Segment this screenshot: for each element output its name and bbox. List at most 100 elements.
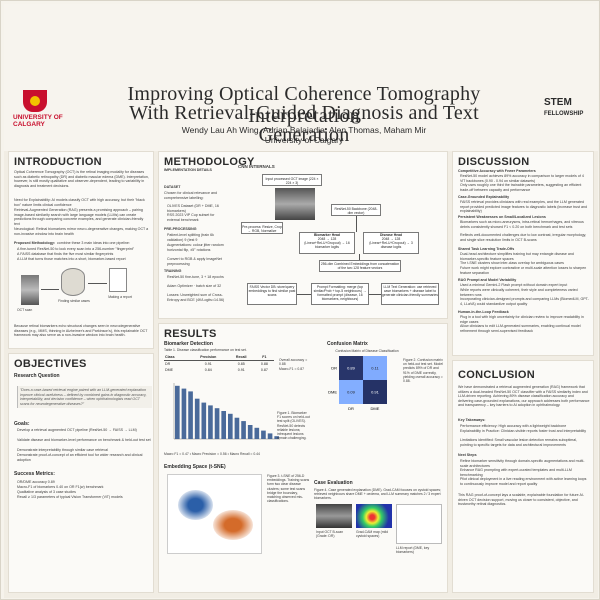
case-label-input: Input OCT B-scan (Grade: DR) [316,530,344,539]
report-icon [109,268,127,292]
conclusion-title: CONCLUSION [458,369,535,381]
affiliation: University of Calgary [264,135,344,145]
table-cell: 0.91 [204,362,212,366]
bar-B2 [181,388,187,439]
discussion-title: DISCUSSION [458,156,530,168]
method-item-2: A FAISS database that finds the five mos… [17,252,114,256]
dataset-item-2: RSS 2023 VIP Cup subset for external ben… [167,213,215,222]
database-icon [61,268,85,296]
fig-label-similar: Finding similar cases [58,299,90,303]
disc-heading-1: Competitive Accuracy with Fewer Paramete… [458,169,536,173]
bar-B6 [208,405,213,439]
diagram-input: Input processed OCT image (224 × 224 × 3… [262,174,322,186]
disc-item: Allow clinicians to edit LLM-generated s… [460,324,581,333]
table-cell: 0.85 [237,362,245,366]
table-header: Class [164,354,189,361]
cm-subtitle: Confusion Matrix of Disease Classificati… [335,349,399,353]
disease-head-detail: 2048 → 128 (Linear+ReLU+Dropout) → 3 dis… [369,237,413,249]
fig-label-oct: OCT scan [17,308,33,312]
diagram-preprocess: Pre-process: Resize, Crop → RGB, Normali… [241,222,283,234]
introduction-panel: INTRODUCTION Optical Coherence Tomograph… [8,151,154,349]
cm-y-label: DME [328,390,337,395]
table-summary-accuracy: Overall accuracy = 0.88 [279,358,308,367]
intro-bullet-3: Neurological: Retinal biomarkers mirror … [14,227,149,236]
takeaway-item: Performance efficiency: High accuracy wi… [460,424,567,428]
diagram-llm: LLM Text Generation: use retrieved case … [381,283,439,305]
arrow-icon [359,254,360,260]
objectives-panel: OBJECTIVES Research Question "Does a cas… [8,353,154,593]
intro-bullet-1: Need for Explainability: AI models class… [14,198,145,207]
results-table: Class Precision Recall F1 DR 0.91 0.85 0… [164,354,274,373]
table-header: Precision [188,354,228,361]
disc-item: The t-SNE clusters show inter-class over… [460,261,564,265]
goal-1: Develop a retrieval augmented OCT pipeli… [17,428,137,432]
case-oct-image [316,504,352,528]
conclusion-closing: This RAG proof-of-concept lays a scalabl… [458,493,585,507]
case-label-report: LLM report (DME, key biomarkers) [396,546,430,555]
diagram-disease-head: Disease Head 2048 → 128 (Linear+ReLU+Dro… [363,232,419,254]
impl-title: IMPLEMENTATION DETAILS [164,168,212,172]
next-step-item: Enhance RAG prompting with expert-curate… [460,468,572,477]
cm-x-label: DR [348,406,354,411]
poster-body: UNIVERSITY OF CALGARY Improving Optical … [4,4,598,598]
goal-4: Demonstrate proof-of-concept of an effic… [17,453,143,462]
dataset-heading: DATASET [164,185,181,189]
arrow-icon [297,294,311,295]
case-label-gradcam: Grad-CAM map (mild cystoid spaces) [356,530,389,539]
metric-3: Qualitative analysis of 3 case studies [17,490,76,494]
cm-cell [339,356,363,380]
table-cell: 0.87 [260,368,268,372]
llm-report-image [396,504,442,544]
disc-item: Plug in a tool with high uncertainty for… [460,315,584,324]
objectives-title: OBJECTIVES [14,358,87,370]
bar-B16 [274,436,280,439]
poster-title-line1: Improving Optical Coherence Tomography I… [127,83,481,127]
disc-item: ResNet-50 model achieves 89% accuracy in… [460,174,584,183]
oct-scan-image [21,275,39,305]
cm-y-label: DR [331,366,337,371]
training-item-3: Losses: Unweighted sum of Cross-Entropy … [167,293,225,302]
cm-cell [363,356,387,380]
tsne-caption: Figure 3. t-SNE of 256-D embeddings. Tra… [267,474,310,504]
bar-B7 [214,408,220,439]
table-row: DR 0.91 0.85 0.88 [164,361,274,368]
research-question-quote: "Does a case-based retrieval engine pair… [17,386,152,409]
cm-value: 0.09 [347,390,356,395]
bar-B14 [261,430,266,439]
method-heading: Proposed Methodology: [14,241,56,245]
bar-B15 [267,433,273,439]
goal-3: Demonstrate interpretability through sim… [17,448,108,452]
bar-chart-footer: Macro F1 = 0.47 • Macro Precision = 0.56… [164,452,260,456]
bar-B1 [174,385,180,439]
methodology-title: METHODOLOGY [164,156,255,168]
gradcam-image [356,504,392,528]
table-row: DME 0.84 0.91 0.87 [164,367,274,373]
disc-heading-3: Persistent Weaknesses on Small/Localized… [458,215,546,219]
diagram-prompt: Prompt Formatting: merge (top similar/Pr… [311,283,369,305]
disc-item: Biomarkers such as micro-aneurysms, intr… [460,220,584,229]
disc-item: While reports were clinically coherent, … [460,288,578,297]
cnn-title: CNN INTERNALS [238,164,275,169]
tsne-cluster-dme [213,510,253,540]
disease-head-title: Disease Head [379,233,403,237]
next-step-item: Refine biomarker sensitivity through dom… [460,459,585,468]
cm-value: 0.11 [371,366,379,371]
preproc-item-2: Augmentations: colour jitter random hori… [167,243,224,252]
bar-B4 [194,398,200,439]
disc-item: Incorporating clinician-designed prompts… [460,297,589,306]
bar-B3 [188,391,193,439]
cm-value: 0.91 [371,390,380,395]
table-caption: Table 1. Disease classification performa… [164,348,247,352]
method-text: combine these 3 main ideas into one pipe… [57,241,130,245]
case-evaluation-heading: Case Evaluation [314,480,353,486]
disc-item: FAISS retrieval provides clinicians with… [460,200,588,214]
tsne-cluster-dr [178,490,213,520]
arrow-icon [356,216,357,232]
introduction-title: INTRODUCTION [14,156,102,168]
metric-1: OR/DME accuracy 0.89 [17,480,55,484]
conclusion-text: We have demonstrated a retrieval augment… [458,385,590,408]
method-item-3: A LLM that turns those matches into a sh… [17,257,126,261]
table-cell: 0.88 [260,362,268,366]
takeaway-item: Limitations identified: Small vascular l… [460,438,578,447]
